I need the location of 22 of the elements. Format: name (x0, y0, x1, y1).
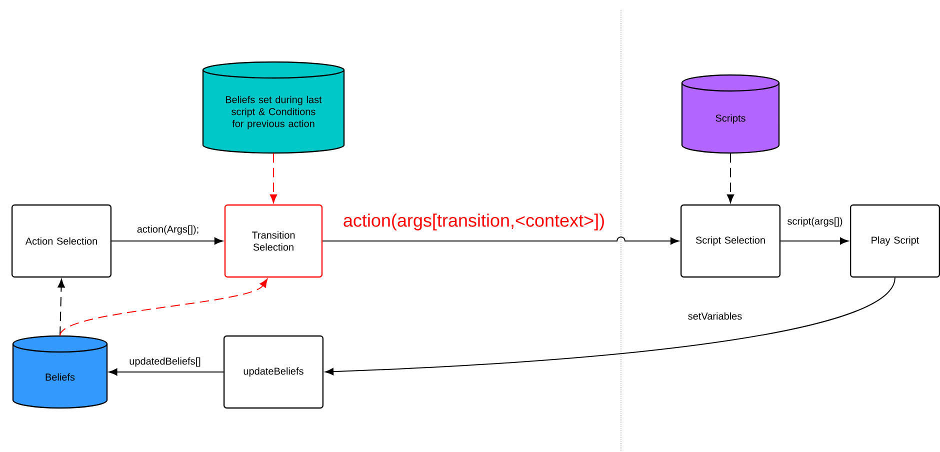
process-box: Transition Selection (224, 204, 323, 278)
cylinder: Beliefs set during last script & Conditions for previous action (202, 61, 345, 154)
edge-label: action(args[transition,<context>]) (342, 212, 606, 232)
process-box: Action Selection (11, 204, 112, 278)
process-box: updateBeliefs (223, 335, 324, 409)
arrow (108, 368, 224, 376)
cylinder: Scripts (681, 74, 780, 154)
arrow (270, 152, 278, 203)
arrow (111, 237, 223, 245)
arrow (58, 279, 65, 336)
process-box: Script Selection (680, 204, 781, 278)
edge-label: setVariables (686, 311, 744, 321)
cylinder: Beliefs (12, 335, 108, 409)
edge-label: updatedBeliefs[] (128, 356, 202, 368)
edge-label: action(Args[]); (136, 224, 200, 236)
arrow (322, 236, 680, 245)
edge-label: script(args[]) (786, 216, 844, 228)
arrow (60, 278, 268, 336)
arrow (726, 152, 734, 203)
arrow (780, 237, 849, 245)
arrow (324, 277, 896, 376)
process-box: Play Script (850, 204, 940, 278)
